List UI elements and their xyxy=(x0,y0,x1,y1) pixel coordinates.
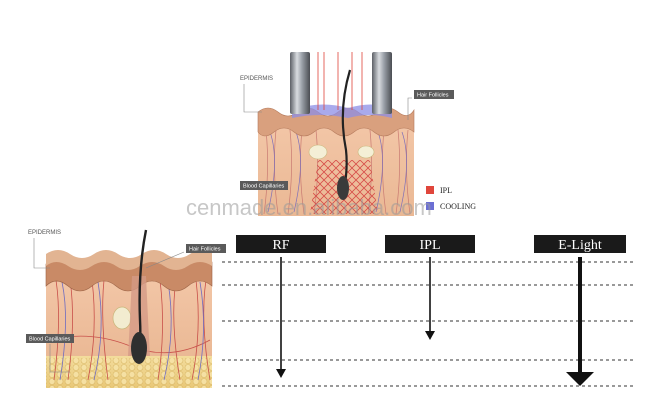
column-header-box xyxy=(385,235,475,253)
depth-arrow-head xyxy=(276,369,286,378)
bottom-fat-cells xyxy=(46,358,212,388)
column-header-label: IPL xyxy=(420,238,441,253)
top-probe-left xyxy=(290,52,310,114)
legend-cooling-label: COOLING xyxy=(440,202,476,211)
bottom-blood-capillaries-label: Blood Capillaries xyxy=(29,337,71,343)
bottom-blood-capillaries-tag xyxy=(26,334,74,343)
depth-arrow-head xyxy=(566,372,594,386)
column-header-box xyxy=(534,235,626,253)
depth-arrow-head xyxy=(425,331,435,340)
column-header-label: RF xyxy=(272,238,289,253)
bottom-gland xyxy=(112,306,132,330)
depth-columns: RF IPL E-Light xyxy=(236,235,626,386)
depth-column-ipl: IPL xyxy=(385,235,475,340)
bottom-epidermis-leader xyxy=(33,238,50,269)
top-epidermis-label: EPIDERMIS xyxy=(240,76,273,82)
depth-column-e-light: E-Light xyxy=(534,235,626,386)
bottom-blood-capillaries-leader xyxy=(49,344,70,373)
top-epidermis-leader xyxy=(243,84,262,113)
column-header-label: E-Light xyxy=(558,238,602,253)
legend-ipl-label: IPL xyxy=(440,186,452,195)
top-hair-shaft xyxy=(341,69,352,191)
watermark: cenmade.en.alibaba.com xyxy=(186,195,432,220)
bottom-stratum-corneum xyxy=(46,249,212,270)
top-blood-capillaries-tag xyxy=(240,181,288,190)
top-gland-right xyxy=(357,145,375,159)
top-hair-follicles-leader xyxy=(407,97,412,120)
top-light-rays xyxy=(317,52,363,110)
bottom-hair-bulb xyxy=(131,332,147,364)
top-blood-capillaries-label: Blood Capillaries xyxy=(243,184,285,190)
bottom-blue-vessels xyxy=(59,281,204,381)
depth-dotted-lines xyxy=(222,261,634,387)
bottom-hair-follicles-leader xyxy=(145,251,185,269)
bottom-hair-follicles-label: Hair Follicles xyxy=(189,247,221,253)
top-blue-vessels xyxy=(267,131,407,213)
top-hair-bulb xyxy=(337,176,349,200)
top-gland-left xyxy=(308,144,328,160)
column-header-box xyxy=(236,235,326,253)
top-hair-follicles-tag xyxy=(414,90,454,99)
top-hair-follicles-label: Hair Follicles xyxy=(417,93,449,99)
top-probe-right xyxy=(372,52,392,114)
depth-column-rf: RF xyxy=(236,235,326,378)
top-skin-figure: EPIDERMIS Hair Follicles Blood Capillari… xyxy=(240,52,476,216)
legend-cooling-swatch xyxy=(426,202,434,210)
bottom-skin-figure: EPIDERMIS Hair Follicles Blood Capillari… xyxy=(26,229,226,388)
bottom-epidermis-label: EPIDERMIS xyxy=(28,230,61,236)
bottom-hair-follicles-tag xyxy=(186,244,226,253)
legend-ipl-swatch xyxy=(426,186,434,194)
